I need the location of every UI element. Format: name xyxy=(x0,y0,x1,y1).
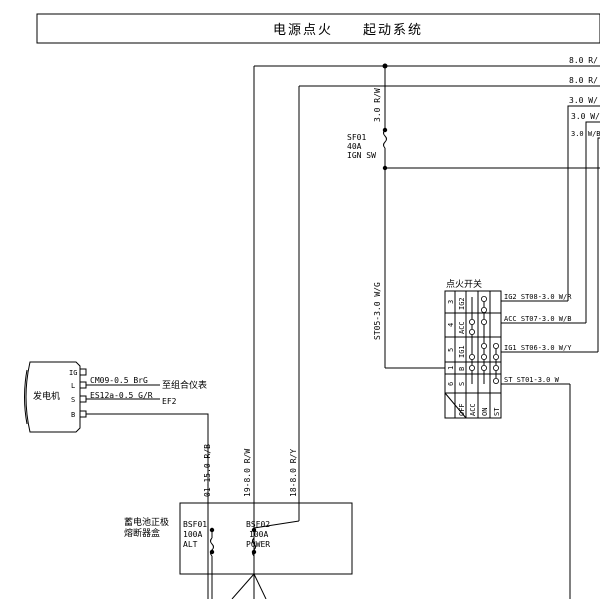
switch-pos-ON: ON xyxy=(481,408,489,416)
switch-output-acc: ACC ST07-3.0 W/B xyxy=(504,315,571,323)
ignition-switch-title: 点火开关 xyxy=(446,278,482,290)
switch-row-ACC: ACC xyxy=(458,321,466,334)
battery-fuse-box: 蓄电池正极 熔断器盒 BSF01 100A ALT BSF02 100A POW… xyxy=(124,502,353,599)
alternator-pin-B: B xyxy=(71,411,75,419)
diagram-title: 电源点火 起动系统 xyxy=(273,23,423,38)
alternator-pin-S: S xyxy=(71,396,75,404)
switch-output-ig2: IG2 ST08-3.0 W/R xyxy=(504,293,572,301)
wire-label-fuse-below: ST05-3.0 W/G xyxy=(373,282,382,340)
wire-label-top-1: 8.0 R/ xyxy=(569,56,598,65)
wire-label-cm09: CM09-0.5 BrG xyxy=(90,376,148,385)
switch-pos-ST: ST xyxy=(493,407,501,416)
fuse-bsf02-line1: BSF02 xyxy=(246,520,270,529)
wire-dest-cluster: 至组合仪表 xyxy=(162,379,207,391)
junction-top xyxy=(382,63,388,69)
wire-label-top-5: 3.0 W/B xyxy=(571,130,600,138)
switch-output-ig1: IG1 ST06-3.0 W/Y xyxy=(504,344,572,352)
wire-label-19: 19-8.0 R/W xyxy=(243,449,252,497)
fuse-box-frame xyxy=(179,502,353,575)
title-frame xyxy=(36,13,600,44)
switch-row-IG1: IG1 xyxy=(458,345,466,358)
fuse-bsf01-line3: ALT xyxy=(183,540,198,549)
switch-row-num-4: 1 xyxy=(447,366,455,370)
wire-label-01: 01-15.0 R/B xyxy=(203,444,212,497)
right-wire-labels: 8.0 R/ 8.0 R/ 3.0 W/ 3.0 W/ 3.0 W/B xyxy=(569,56,600,138)
fuse-sf01-line1: SF01 xyxy=(347,133,366,142)
switch-output-st: ST ST01-3.0 W xyxy=(504,376,560,384)
alternator-pin-L: L xyxy=(71,382,75,390)
switch-row-S: S xyxy=(458,382,466,386)
alternator-body xyxy=(25,361,81,433)
fuse-bsf02-line2: 100A xyxy=(249,530,268,539)
fuse-bsf01-line1: BSF01 xyxy=(183,520,207,529)
wire-label-18: 18-8.0 R/Y xyxy=(289,449,298,497)
ignition-switch: 点火开关 xyxy=(444,168,599,599)
switch-row-num-5: 6 xyxy=(447,382,455,386)
junction-fuse-top xyxy=(382,127,388,133)
fuse-bsf01-line2: 100A xyxy=(183,530,202,539)
wire-dest-ef2: EF2 xyxy=(162,397,177,406)
wire-label-es12a: ES12a-0.5 G/R xyxy=(90,391,153,400)
fuse-box-label-2: 熔断器盒 xyxy=(124,527,160,539)
switch-pos-ACC: ACC xyxy=(469,403,477,416)
main-fuse-column xyxy=(383,66,445,369)
wire-label-fuse-above: 3.0 R/W xyxy=(373,88,382,122)
switch-row-IG2: IG2 xyxy=(458,297,466,310)
alternator-label: 发电机 xyxy=(33,390,60,402)
right-wires xyxy=(253,65,600,599)
switch-row-num-2: 4 xyxy=(447,323,455,327)
fuse-box-label-1: 蓄电池正极 xyxy=(124,516,169,528)
switch-row-num-3: 5 xyxy=(447,348,455,352)
alternator: 发电机 IG L S B CM09-0.5 BrG 至组合仪表 ES12a-0.… xyxy=(24,361,209,599)
fuse-bsf02-line3: POWER xyxy=(246,540,270,549)
wire-label-top-4: 3.0 W/ xyxy=(571,112,600,121)
wire-label-top-2: 8.0 R/ xyxy=(569,76,598,85)
alternator-pin-IG: IG xyxy=(69,369,77,377)
junction-fuse-bottom xyxy=(382,165,388,171)
fuse-sf01-line3: IGN SW xyxy=(347,151,376,160)
switch-row-num-1: 3 xyxy=(447,300,455,304)
switch-pos-OFF: OFF xyxy=(458,403,466,416)
fuse-sf01-line2: 40A xyxy=(347,142,362,151)
switch-row-B: B xyxy=(458,367,466,371)
wire-label-top-3: 3.0 W/ xyxy=(569,96,598,105)
